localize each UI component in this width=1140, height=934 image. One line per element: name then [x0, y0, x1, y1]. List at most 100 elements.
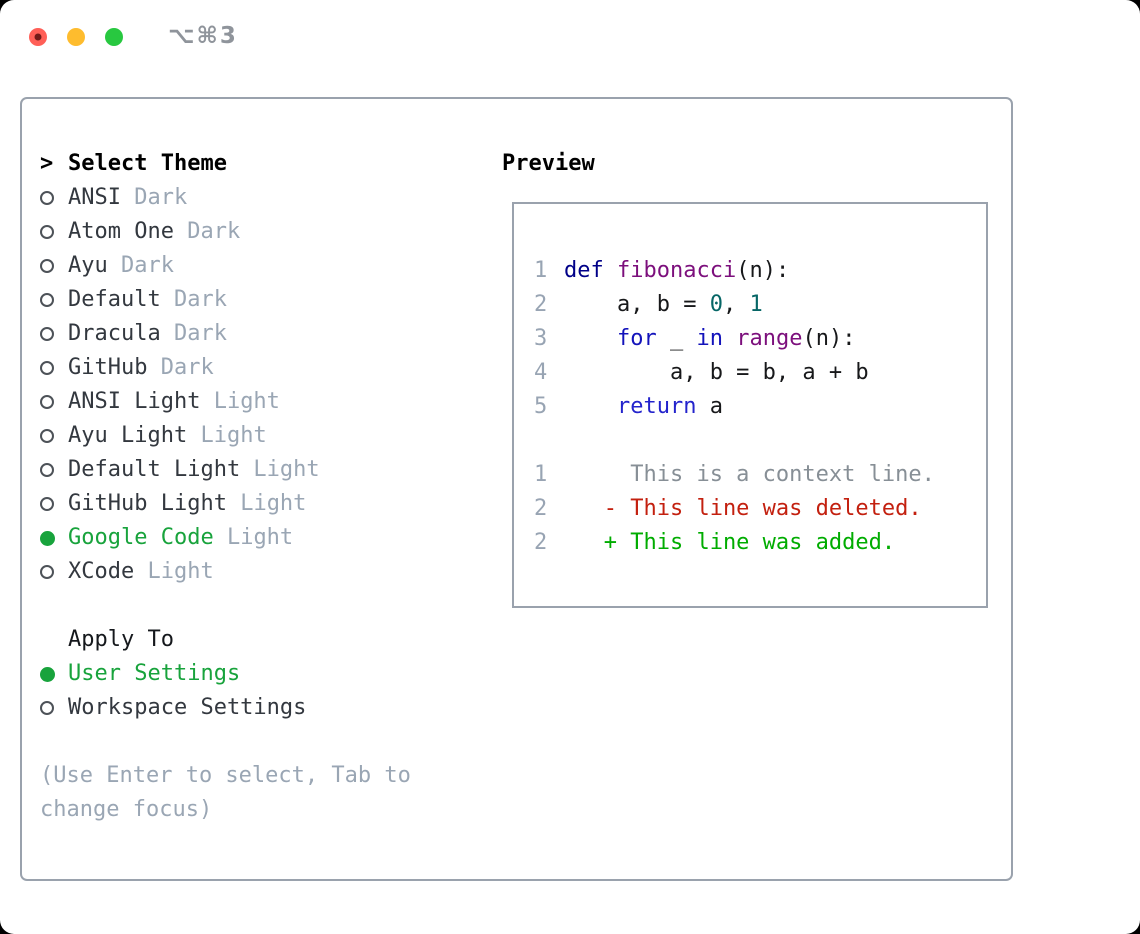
option-variant: Light — [134, 559, 214, 584]
theme-option[interactable]: ANSI Dark — [40, 181, 480, 215]
option-variant: Dark — [160, 321, 227, 346]
line-number: 4 — [534, 360, 548, 385]
option-variant: Light — [200, 389, 280, 414]
apply-to-option[interactable]: Workspace Settings — [40, 691, 480, 725]
empty-icon-cell — [40, 623, 68, 657]
diff-text: + This line was added. — [564, 530, 896, 555]
option-variant: Dark — [120, 185, 188, 210]
code-line: 5 return a — [534, 390, 986, 424]
option-variant: Dark — [173, 219, 241, 244]
theme-option[interactable]: Ayu Dark — [40, 249, 480, 283]
option-label: ANSI — [68, 185, 121, 210]
code-line: 1 def fibonacci(n): — [534, 254, 986, 288]
theme-option[interactable]: Google Code Light — [40, 521, 480, 555]
theme-option[interactable]: GitHub Light Light — [40, 487, 480, 521]
traffic-lights — [29, 28, 123, 46]
theme-option[interactable]: Default Light Light — [40, 453, 480, 487]
close-button[interactable] — [29, 28, 47, 46]
code-text: for _ in range(n): — [616, 326, 856, 351]
radio-icon — [40, 487, 68, 521]
theme-option[interactable]: Default Dark — [40, 283, 480, 317]
zoom-button[interactable] — [105, 28, 123, 46]
option-label: ANSI Light — [68, 389, 201, 414]
radio-icon — [40, 419, 68, 453]
theme-option[interactable]: XCode Light — [40, 555, 480, 589]
line-number: 2 — [534, 530, 548, 555]
option-variant: Dark — [107, 253, 174, 278]
spacer — [40, 589, 480, 623]
code-text: def fibonacci(n): — [564, 258, 790, 283]
code-line: 3 for _ in range(n): — [534, 322, 986, 356]
option-label: GitHub — [68, 355, 148, 380]
theme-option[interactable]: ANSI Light Light — [40, 385, 480, 419]
code-line: 4 a, b = b, a + b — [534, 356, 986, 390]
select-theme-label: Select Theme — [68, 151, 227, 176]
radio-icon — [40, 215, 68, 249]
diff-line: 2 - This line was deleted. — [534, 492, 986, 526]
focus-caret: > — [40, 151, 54, 176]
option-variant: Dark — [160, 287, 227, 312]
diff-text: - This line was deleted. — [564, 496, 922, 521]
hint-text: (Use Enter to select, Tab to change focu… — [40, 763, 411, 822]
radio-icon — [40, 453, 68, 487]
option-label: Default Light — [68, 457, 241, 482]
window-title: ⌥⌘3 — [168, 23, 238, 49]
preview-header: Preview — [502, 151, 595, 176]
option-label: Google Code — [68, 525, 214, 550]
edited-dot — [34, 33, 42, 41]
radio-icon — [40, 317, 68, 351]
theme-option[interactable]: Ayu Light Light — [40, 419, 480, 453]
line-number: 2 — [534, 496, 548, 521]
minimize-button[interactable] — [67, 28, 85, 46]
diff-line: 1 This is a context line. — [534, 458, 986, 492]
option-variant: Light — [226, 491, 307, 516]
option-variant: Dark — [147, 355, 214, 380]
diff-line: 2 + This line was added. — [534, 526, 986, 560]
radio-icon — [40, 385, 68, 419]
code-text: a, b = 0, 1 — [564, 292, 763, 317]
option-label: Ayu Light — [68, 423, 188, 448]
select-theme-header: > Select Theme — [40, 147, 480, 181]
radio-icon — [40, 249, 68, 283]
diff-text: This is a context line. — [564, 462, 935, 487]
theme-option[interactable]: Dracula Dark — [40, 317, 480, 351]
apply-to-option[interactable]: User Settings — [40, 657, 480, 691]
line-number: 5 — [534, 394, 548, 419]
theme-option[interactable]: Atom One Dark — [40, 215, 480, 249]
radio-icon — [40, 691, 68, 725]
selected-radio-icon — [40, 657, 68, 691]
option-label: User Settings — [68, 661, 241, 686]
apply-to-label: Apply To — [68, 627, 174, 652]
option-label: GitHub Light — [68, 491, 227, 516]
option-label: Default — [68, 287, 161, 312]
line-number: 3 — [534, 326, 548, 351]
radio-icon — [40, 283, 68, 317]
option-variant: Light — [187, 423, 267, 448]
option-label: Ayu — [68, 253, 108, 278]
code-line: 2 a, b = 0, 1 — [534, 288, 986, 322]
option-label: Dracula — [68, 321, 161, 346]
selected-radio-icon — [40, 521, 68, 555]
option-label: Atom One — [68, 219, 174, 244]
radio-icon — [40, 351, 68, 385]
line-number: 1 — [534, 258, 548, 283]
line-number: 1 — [534, 462, 548, 487]
code-text: a, b = b, a + b — [564, 360, 869, 385]
radio-icon — [40, 181, 68, 215]
spacer — [534, 424, 986, 458]
option-variant: Light — [213, 525, 294, 550]
radio-icon — [40, 555, 68, 589]
theme-option[interactable]: GitHub Dark — [40, 351, 480, 385]
titlebar: ⌥⌘3 — [0, 0, 1140, 70]
code-text: return a — [616, 394, 723, 419]
option-variant: Light — [240, 457, 320, 482]
apply-to-header: Apply To — [40, 623, 480, 657]
line-number: 2 — [534, 292, 548, 317]
